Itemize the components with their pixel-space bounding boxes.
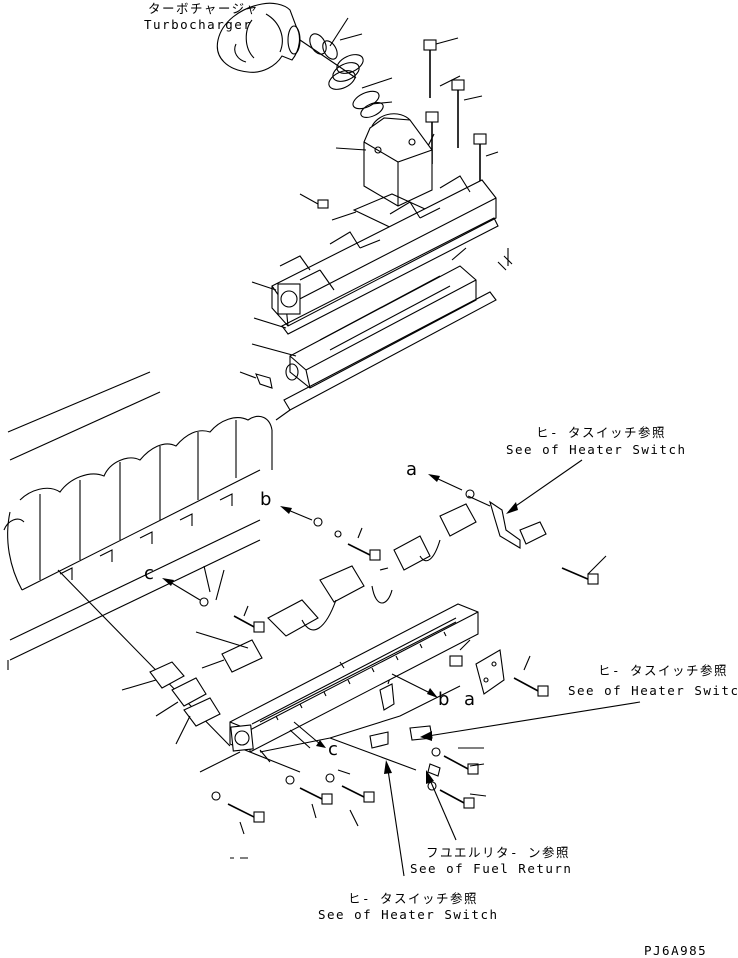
exhaust-elbow — [363, 113, 433, 207]
engine-block — [3, 371, 273, 661]
gasket-rings — [309, 33, 384, 118]
heater-switch-ref-3-jp: ヒ- タスイッチ参照 — [348, 891, 479, 906]
callout-c-mid: c — [328, 739, 338, 760]
turbocharger-label-en: Turbocharger — [144, 17, 253, 32]
callout-b-left: b — [260, 489, 272, 510]
fuel-return-ref-jp: フユエルリタ- ン参照 — [426, 845, 571, 860]
callout-a-top: a — [406, 459, 418, 480]
callout-c-left: c — [144, 563, 154, 584]
fuel-return-ref-en: See of Fuel Return — [410, 861, 573, 876]
heater-switch-ref-2-en: See of Heater Switch — [568, 683, 738, 698]
callout-b-mid: b — [438, 689, 450, 710]
heater-switch-ref-3-en: See of Heater Switch — [318, 907, 499, 922]
heater-switch-ref-1-jp: ヒ- タスイッチ参照 — [536, 425, 667, 440]
callout-a-mid: a — [464, 689, 476, 710]
turbocharger-label-jp: ターボチャージャ — [148, 1, 260, 16]
upper-manifold — [271, 175, 497, 327]
middle-bolts — [227, 543, 599, 823]
callout-arrows — [162, 474, 463, 748]
intake-manifold — [229, 603, 479, 753]
heater-switch-ref-1-en: See of Heater Switch — [506, 442, 687, 457]
top-bolts — [423, 39, 487, 196]
lower-manifold — [285, 265, 477, 389]
heater-switch-ref-2-jp: ヒ- タスイッチ参照 — [598, 663, 729, 678]
reference-arrows — [384, 459, 641, 877]
port-flanges — [149, 503, 477, 727]
drawing-code: PJ6A985 — [644, 943, 708, 958]
